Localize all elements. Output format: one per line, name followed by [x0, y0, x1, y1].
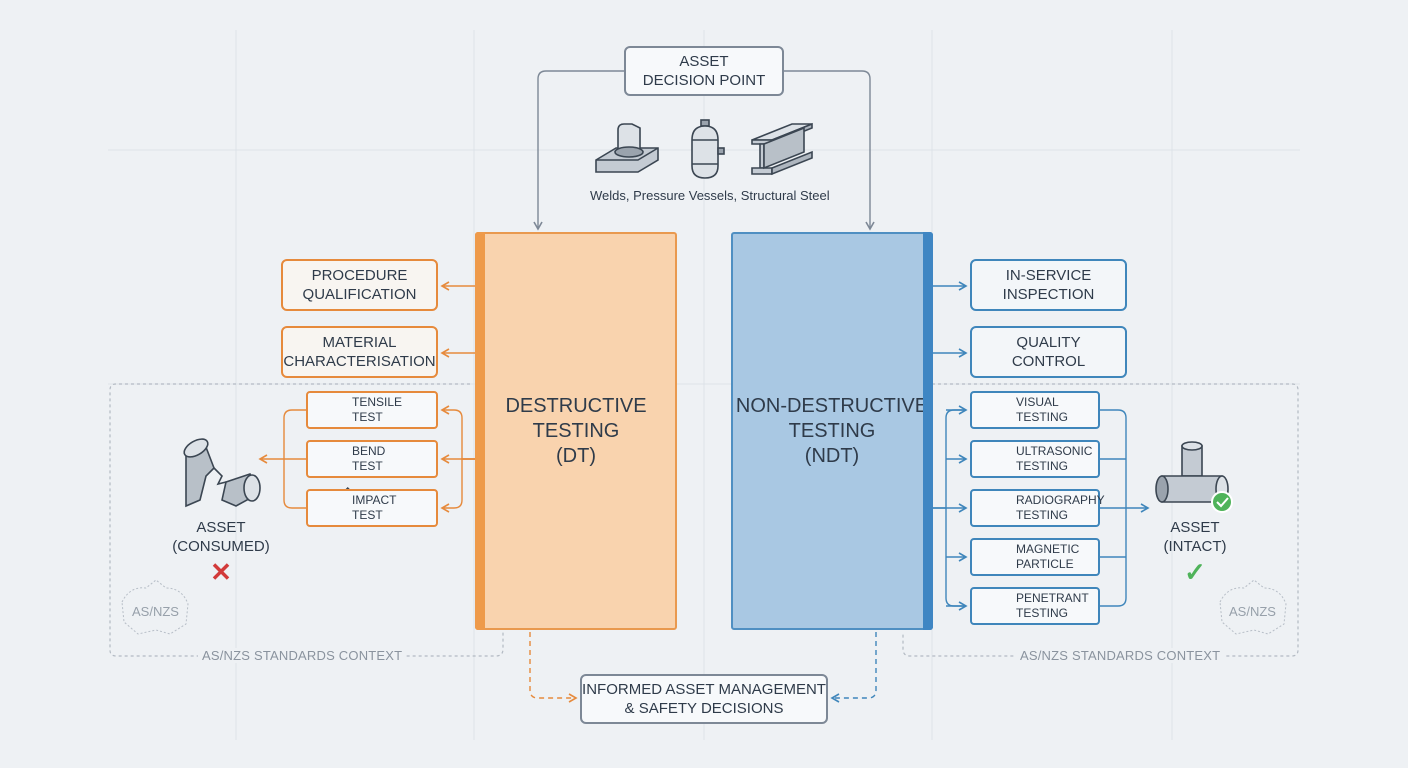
in-service-inspection-line2: INSPECTION: [1002, 286, 1095, 303]
radiography-testing-line1: RADIOGRAPHY: [1016, 493, 1105, 507]
tensile-test-line1: TENSILE: [352, 395, 403, 409]
bend-test-line2: TEST: [352, 459, 383, 473]
structural-steel-icon: [751, 122, 813, 176]
destructive-testing-panel[interactable]: DESTRUCTIVE TESTING (DT): [475, 232, 677, 630]
informed-decisions-box[interactable]: INFORMED ASSET MANAGEMENT & SAFETY DECIS…: [580, 674, 828, 724]
bend-test-line1: BEND: [352, 444, 386, 458]
quality-control-line1: QUALITY: [1016, 334, 1081, 351]
standards-context-label-right: AS/NZS STANDARDS CONTEXT: [1016, 648, 1225, 663]
pass-check-icon: ✓: [1184, 557, 1206, 587]
weld-icon: [595, 123, 659, 173]
quality-control-line2: CONTROL: [1011, 353, 1086, 370]
dt-connectors: [258, 281, 578, 703]
pressure-vessel-icon: [691, 119, 725, 179]
impact-test-line2: TEST: [352, 508, 383, 522]
asset-consumed-line2: (CONSUMED): [172, 538, 270, 555]
decision-connectors: [533, 70, 875, 231]
penetrant-testing-line2: TESTING: [1016, 606, 1069, 620]
ndt-accent-strip: [923, 232, 933, 630]
broken-pipe-icon: [183, 438, 261, 508]
asset-intact-line2: (INTACT): [1163, 538, 1227, 555]
impact-test-line1: IMPACT: [352, 493, 397, 507]
result-line1: INFORMED ASSET MANAGEMENT: [582, 681, 826, 698]
asset-decision-point[interactable]: ASSET DECISION POINT: [624, 46, 784, 96]
penetrant-testing-line1: PENETRANT: [1016, 591, 1089, 605]
ndt-connectors: [830, 281, 1150, 703]
asset-intact-line1: ASSET: [1170, 519, 1220, 536]
pipe-tee-icon: [1155, 441, 1233, 513]
asset-consumed-label: ASSET (CONSUMED) ✕: [156, 518, 286, 588]
result-line2: & SAFETY DECISIONS: [624, 700, 784, 717]
radiography-testing-line2: TESTING: [1016, 508, 1069, 522]
ndt-title-line1: NON-DESTRUCTIVE: [735, 394, 929, 417]
procedure-qualification-box[interactable]: PROCEDURE QUALIFICATION: [281, 259, 438, 311]
in-service-inspection-line1: IN-SERVICE: [1005, 267, 1092, 284]
ndt-title-line2: TESTING: [788, 419, 876, 442]
in-service-inspection-box[interactable]: IN-SERVICE INSPECTION: [970, 259, 1127, 311]
fail-x-icon: ✕: [210, 557, 232, 587]
as-nzs-badge-left: AS/NZS: [132, 604, 179, 619]
material-characterisation-box[interactable]: MATERIAL CHARACTERISATION: [281, 326, 438, 378]
quality-control-box[interactable]: QUALITY CONTROL: [970, 326, 1127, 378]
standards-context-region: [109, 383, 1299, 657]
dt-title-line1: DESTRUCTIVE: [505, 394, 647, 417]
magnetic-particle-line2: PARTICLE: [1016, 557, 1074, 571]
non-destructive-testing-panel[interactable]: NON-DESTRUCTIVE TESTING (NDT): [731, 232, 933, 630]
as-nzs-badge-right: AS/NZS: [1229, 604, 1276, 619]
asset-types-caption: Welds, Pressure Vessels, Structural Stee…: [590, 188, 830, 203]
dt-title-line3: (DT): [556, 444, 596, 467]
visual-testing-line2: TESTING: [1016, 410, 1069, 424]
tensile-test-line2: TEST: [352, 410, 383, 424]
decision-point-line1: ASSET: [679, 53, 729, 70]
asset-intact-label: ASSET (INTACT) ✓: [1130, 518, 1260, 588]
visual-testing-line1: VISUAL: [1016, 395, 1059, 409]
standards-context-label-left: AS/NZS STANDARDS CONTEXT: [198, 648, 407, 663]
decision-point-line2: DECISION POINT: [642, 72, 766, 89]
ndt-title-line3: (NDT): [804, 444, 860, 467]
ultrasonic-testing-line1: ULTRASONIC: [1016, 444, 1093, 458]
magnetic-particle-line1: MAGNETIC: [1016, 542, 1080, 556]
dt-title-line2: TESTING: [532, 419, 620, 442]
procedure-qualification-line1: PROCEDURE: [311, 267, 408, 284]
material-characterisation-line1: MATERIAL: [322, 334, 397, 351]
procedure-qualification-line2: QUALIFICATION: [302, 286, 417, 303]
dt-accent-strip: [475, 232, 485, 630]
material-characterisation-line2: CHARACTERISATION: [283, 353, 436, 370]
ultrasonic-testing-line2: TESTING: [1016, 459, 1069, 473]
asset-consumed-line1: ASSET: [196, 519, 246, 536]
